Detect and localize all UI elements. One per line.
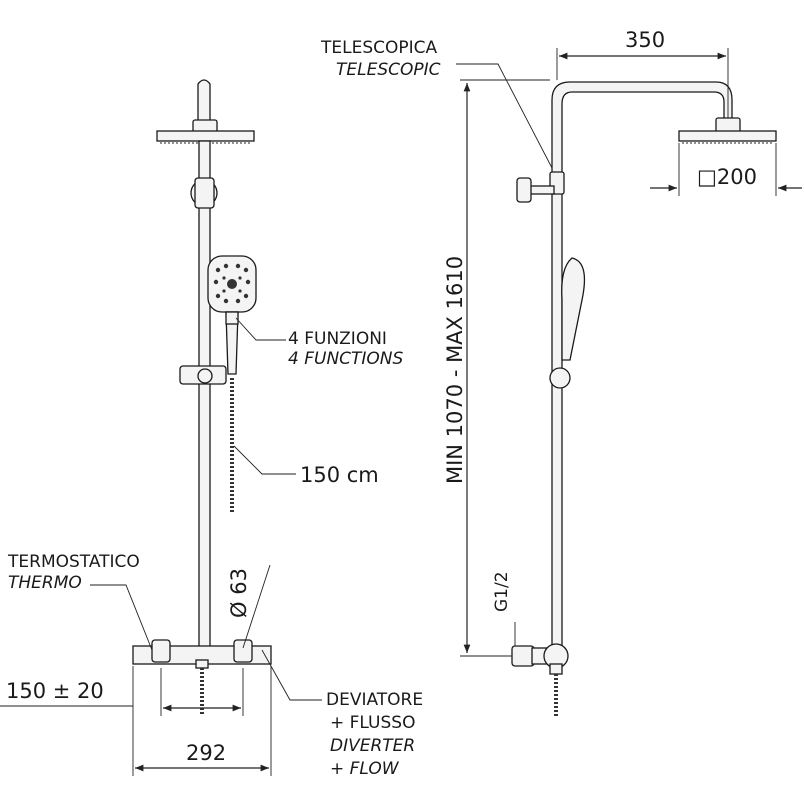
slider-holder-side [549, 367, 571, 389]
label-functions: 4 FUNCTIONS [288, 349, 404, 369]
telescopic-clamp-side [516, 171, 565, 203]
mixer-side [511, 643, 569, 716]
label-flow: + FLOW [330, 759, 400, 779]
label-thread: G1/2 [492, 571, 512, 612]
vertical-column-side [551, 175, 563, 647]
side-dimensions [456, 48, 802, 657]
thermostatic-mixer-front [132, 639, 272, 714]
label-head-size: □200 [697, 165, 757, 189]
label-deviatore: DEVIATORE [326, 690, 423, 710]
label-centres: 150 ± 20 [6, 679, 104, 703]
label-height-range: MIN 1070 - MAX 1610 [443, 256, 467, 484]
front-dimensions [0, 317, 322, 776]
label-hose-length: 150 cm [300, 463, 379, 487]
vertical-column [198, 140, 211, 650]
label-funzioni: 4 FUNZIONI [288, 329, 387, 349]
overhead-shower-head-side [678, 130, 777, 142]
label-width: 292 [186, 741, 226, 765]
front-view [132, 79, 272, 714]
label-flusso: + FLUSSO [330, 713, 415, 733]
label-thermo: THERMO [8, 573, 82, 593]
label-telescopic: TELESCOPIC [336, 60, 441, 80]
label-telescopica: TELESCOPICA [320, 38, 438, 58]
label-diameter: Ø 63 [227, 568, 251, 618]
hand-shower-front [207, 255, 257, 375]
label-arm-length: 350 [625, 28, 665, 52]
side-view [511, 81, 777, 716]
shower-arm-side [551, 81, 733, 177]
label-termostatico: TERMOSTATICO [7, 552, 140, 572]
slider-holder-front [179, 365, 227, 385]
label-diverter: DIVERTER [330, 736, 415, 756]
hand-shower-side [561, 257, 586, 361]
overhead-shower-head-front [156, 79, 255, 144]
